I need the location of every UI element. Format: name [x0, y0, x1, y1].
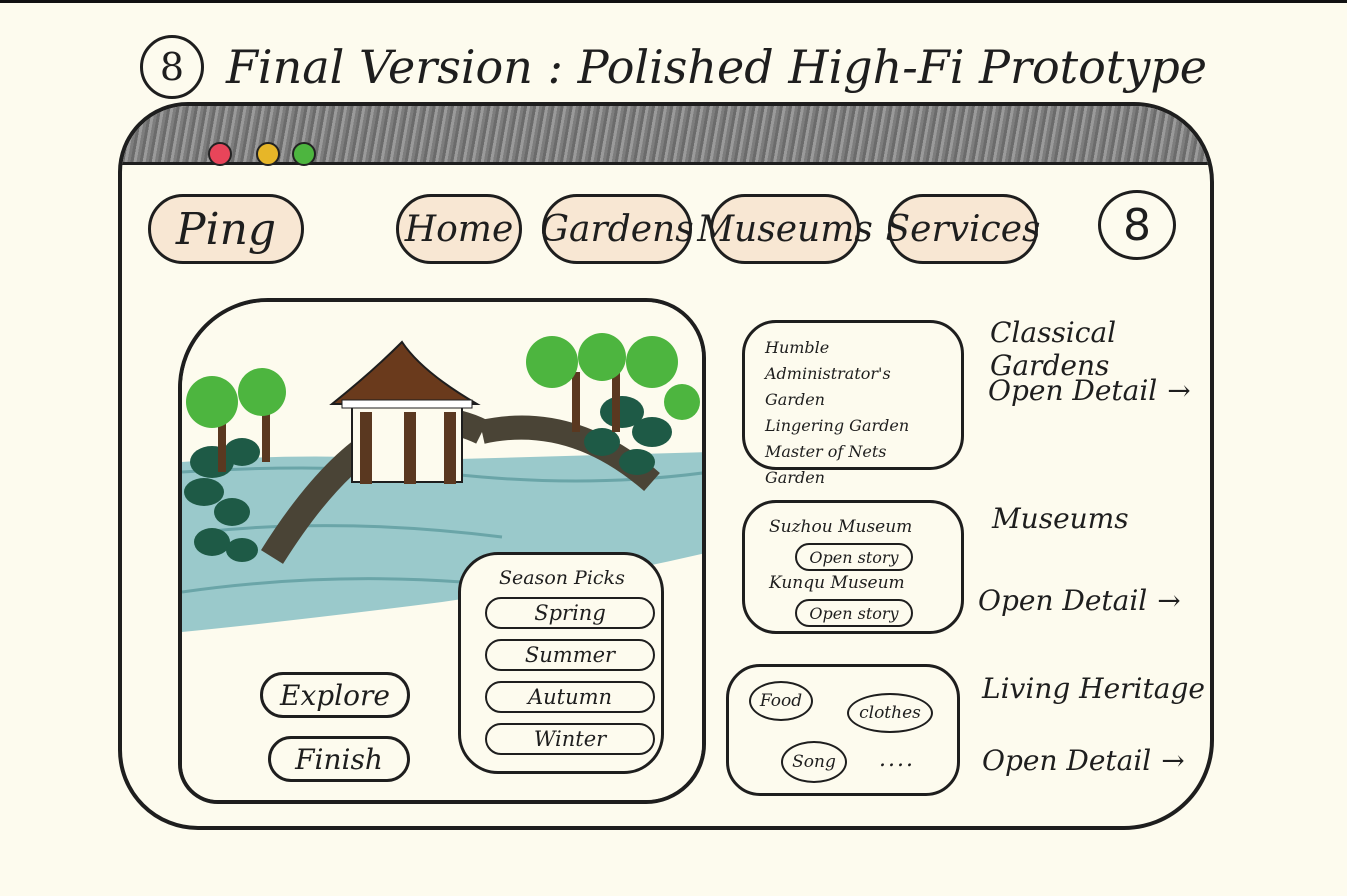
museums-section-title: Museums [992, 502, 1129, 535]
list-item[interactable]: Humble Administrator's Garden [765, 338, 891, 409]
page-heading: 8 Final Version : Polished High-Fi Proto… [140, 32, 1240, 102]
explore-button[interactable]: Explore [260, 672, 410, 718]
open-story-button[interactable]: Open story [795, 599, 913, 627]
profile-avatar[interactable]: 8 [1098, 190, 1176, 260]
list-item[interactable]: Lingering Garden [765, 416, 910, 435]
gardens-open-detail-link[interactable]: Open Detail → [988, 374, 1191, 407]
arrow-right-icon: → [1167, 374, 1191, 407]
museum-name: Kunqu Museum [769, 573, 905, 593]
museums-card: Suzhou Museum Open story Kunqu Museum Op… [742, 500, 964, 634]
heritage-card: Food clothes Song .... [726, 664, 960, 796]
tag-food[interactable]: Food [749, 681, 813, 721]
heritage-open-detail-link[interactable]: Open Detail → [982, 744, 1185, 777]
open-detail-label: Open Detail [988, 374, 1158, 407]
arrow-right-icon: → [1157, 584, 1181, 617]
open-story-button[interactable]: Open story [795, 543, 913, 571]
maximize-window-icon[interactable] [292, 142, 316, 166]
page-title: Final Version : Polished High-Fi Prototy… [226, 40, 1207, 94]
nav-item-gardens[interactable]: Gardens [540, 194, 694, 264]
close-window-icon[interactable] [208, 142, 232, 166]
season-picks-title: Season Picks [499, 567, 625, 589]
arrow-right-icon: → [1161, 744, 1185, 777]
brand-logo[interactable]: Ping [148, 194, 304, 264]
nav-item-home[interactable]: Home [396, 194, 522, 264]
browser-window: Ping Home Gardens Museums Services 8 [118, 102, 1214, 830]
top-border-line [0, 0, 1347, 3]
gardens-section-title: Classical Gardens [990, 316, 1117, 382]
open-detail-label: Open Detail [978, 584, 1148, 617]
heritage-section-title: Living Heritage [982, 672, 1205, 705]
tag-clothes[interactable]: clothes [847, 693, 933, 733]
nav-item-museums[interactable]: Museums [697, 194, 873, 264]
season-picks-panel: Season Picks Spring Summer Autumn Winter [458, 552, 664, 774]
step-number-badge: 8 [140, 35, 204, 99]
season-autumn-button[interactable]: Autumn [485, 681, 655, 713]
season-summer-button[interactable]: Summer [485, 639, 655, 671]
tag-song[interactable]: Song [781, 741, 847, 783]
minimize-window-icon[interactable] [256, 142, 280, 166]
finish-button[interactable]: Finish [268, 736, 410, 782]
season-winter-button[interactable]: Winter [485, 723, 655, 755]
window-titlebar [122, 106, 1210, 166]
hero-garden-illustration: Explore Finish Season Picks Spring Summe… [178, 298, 706, 804]
garden-scene-image [182, 302, 702, 800]
gardens-card: Humble Administrator's Garden Lingering … [742, 320, 964, 487]
museums-open-detail-link[interactable]: Open Detail → [978, 584, 1181, 617]
nav-item-services[interactable]: Services [886, 194, 1040, 264]
more-tags-ellipsis: .... [879, 747, 915, 772]
open-detail-label: Open Detail [982, 744, 1152, 777]
museum-name: Suzhou Museum [769, 517, 913, 537]
list-item[interactable]: Master of Nets Garden [765, 442, 887, 487]
season-spring-button[interactable]: Spring [485, 597, 655, 629]
